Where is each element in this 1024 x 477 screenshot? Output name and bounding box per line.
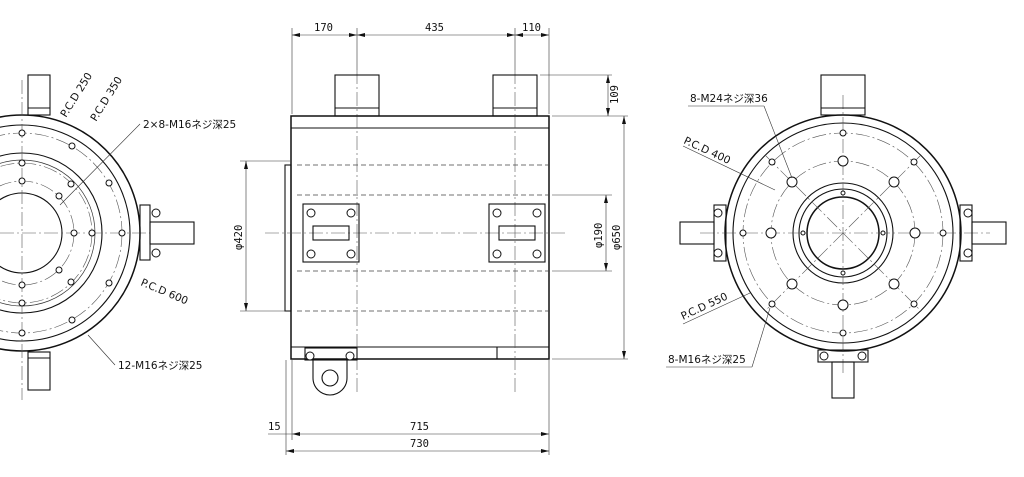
dim-730: 730 <box>410 438 429 450</box>
lifting-eye <box>304 347 358 396</box>
dim-phi190: φ190 <box>593 223 605 248</box>
main-body <box>290 115 550 360</box>
left-pcd-350-label: P.C.D 350 <box>88 75 125 124</box>
right-holes-m16 <box>739 129 947 337</box>
right-note-m16: 8-M16ネジ深25 <box>668 354 746 366</box>
left-pcd-250-label: P.C.D 250 <box>58 71 95 120</box>
side-plate-left <box>302 203 360 263</box>
dim-phi420: φ420 <box>233 225 245 250</box>
left-holes-pcd350 <box>18 159 96 307</box>
right-end-view <box>679 74 1007 399</box>
left-pcd-600-label: P.C.D 600 <box>139 277 190 308</box>
dim-110: 110 <box>522 22 541 34</box>
right-pcd-550-label: P.C.D 550 <box>679 291 730 323</box>
left-view-labels: P.C.D 250 P.C.D 350 P.C.D 600 2×8-M16ネジ深… <box>58 71 236 372</box>
right-right-nozzle <box>959 204 1007 262</box>
side-plate-right <box>488 203 546 263</box>
right-note-m24: 8-M24ネジ深36 <box>690 93 768 105</box>
left-port-bottom <box>27 351 51 391</box>
left-note-2x8: 2×8-M16ネジ深25 <box>143 119 236 131</box>
left-port-top <box>27 74 51 116</box>
right-bottom-bracket <box>817 349 869 399</box>
right-port-top <box>820 74 866 116</box>
center-side-view <box>265 70 565 396</box>
left-side-nozzle <box>139 204 195 261</box>
right-pcd-400-label: P.C.D 400 <box>682 135 733 167</box>
top-port-left <box>330 74 384 117</box>
dim-715: 715 <box>410 421 429 433</box>
right-left-nozzle <box>679 204 727 262</box>
left-holes-pcd250 <box>18 177 78 289</box>
dim-170: 170 <box>314 22 333 34</box>
top-port-right <box>488 74 542 117</box>
dim-109: 109 <box>609 85 621 104</box>
center-dimensions: 170 435 110 109 φ190 φ650 φ420 15 715 73… <box>233 22 628 455</box>
dim-15: 15 <box>268 421 281 433</box>
left-note-12: 12-M16ネジ深25 <box>118 360 202 372</box>
left-flange-face <box>284 164 292 312</box>
right-holes-m24 <box>765 155 921 311</box>
dim-phi650: φ650 <box>611 225 623 250</box>
dim-435: 435 <box>425 22 444 34</box>
left-end-view <box>0 74 195 400</box>
left-holes-pcd600 <box>18 129 126 337</box>
